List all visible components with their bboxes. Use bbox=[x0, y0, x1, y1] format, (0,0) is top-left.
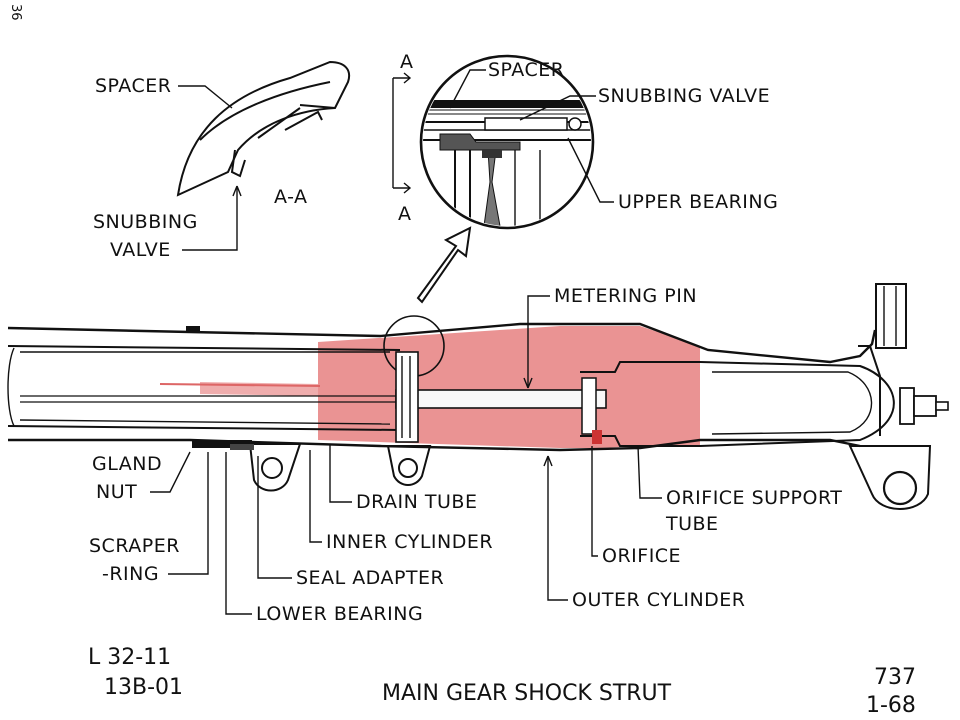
section-marker-bottom: A bbox=[398, 203, 412, 225]
section-aa-label: A-A bbox=[274, 186, 308, 208]
callout-spacer-detail: SPACER bbox=[488, 59, 564, 81]
callout-orifice-support-2: TUBE bbox=[665, 513, 719, 535]
callout-orifice-support-1: ORIFICE SUPPORT bbox=[666, 487, 842, 509]
callout-seal-adapter: SEAL ADAPTER bbox=[296, 567, 444, 589]
lug-middle bbox=[386, 445, 432, 486]
detail-pointer-arrow bbox=[416, 226, 472, 304]
footer-code-1: L 32-11 bbox=[88, 645, 171, 670]
section-aa-drawing bbox=[176, 60, 350, 197]
callout-lower-bearing: LOWER BEARING bbox=[256, 603, 423, 625]
strut-body bbox=[7, 283, 949, 510]
callout-gland-nut-1: GLAND bbox=[92, 453, 162, 475]
callout-scraper-ring-1: SCRAPER bbox=[89, 535, 180, 557]
lug-right bbox=[848, 445, 932, 510]
detail-circle bbox=[419, 54, 595, 230]
callout-snubbing-valve-detail: SNUBBING VALVE bbox=[598, 85, 770, 107]
callout-orifice: ORIFICE bbox=[602, 545, 681, 567]
page-number: 36 bbox=[8, 4, 23, 21]
callout-snubbing-valve-left-2: VALVE bbox=[110, 239, 171, 261]
callout-gland-nut-2: NUT bbox=[96, 481, 137, 503]
callout-scraper-ring-2: -RING bbox=[102, 563, 159, 585]
footer-code-2: 13B-01 bbox=[104, 675, 183, 700]
callout-snubbing-valve-left-1: SNUBBING bbox=[93, 211, 198, 233]
callout-drain-tube: DRAIN TUBE bbox=[356, 491, 477, 513]
callout-outer-cylinder: OUTER CYLINDER bbox=[572, 589, 746, 611]
footer-title: MAIN GEAR SHOCK STRUT bbox=[382, 681, 672, 706]
section-marker bbox=[392, 72, 412, 194]
callout-upper-bearing: UPPER BEARING bbox=[618, 191, 778, 213]
lug-left bbox=[248, 443, 302, 492]
callout-spacer-left: SPACER bbox=[95, 75, 171, 97]
callout-metering-pin: METERING PIN bbox=[554, 285, 697, 307]
callout-inner-cylinder: INNER CYLINDER bbox=[326, 531, 493, 553]
section-marker-top: A bbox=[400, 51, 414, 73]
footer-date: 1-68 bbox=[866, 693, 916, 718]
footer-model: 737 bbox=[874, 665, 916, 690]
